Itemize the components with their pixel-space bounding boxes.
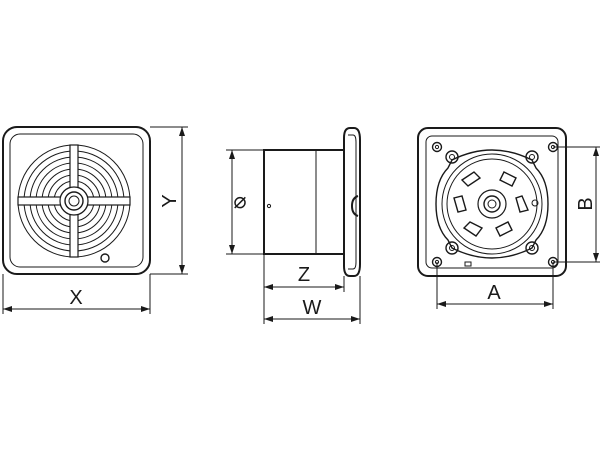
rear-frame-inner xyxy=(425,135,559,269)
front-cover-outline xyxy=(2,126,151,275)
side-view: ⌀ Z W xyxy=(226,127,361,324)
dimension-w xyxy=(263,276,361,324)
rear-view: A B xyxy=(417,127,600,309)
dimension-b-label: B xyxy=(575,197,597,210)
front-view: X Y xyxy=(2,126,188,314)
dimension-z-label: Z xyxy=(298,264,310,286)
side-duct-body xyxy=(263,149,345,255)
dimension-b xyxy=(553,146,600,263)
dimension-y-label: Y xyxy=(159,194,181,207)
dimension-diameter-label: ⌀ xyxy=(233,189,246,214)
rear-screw-bosses xyxy=(445,150,539,267)
indicator-light xyxy=(100,253,110,263)
dimension-a-label: A xyxy=(487,282,501,304)
side-knob xyxy=(350,195,359,217)
front-cover-inner-edge xyxy=(9,133,144,268)
dimension-w-label: W xyxy=(303,297,322,319)
dimension-x xyxy=(2,274,151,314)
front-grille xyxy=(17,144,131,258)
dimension-a xyxy=(436,262,554,309)
rear-frame-outline xyxy=(417,127,567,277)
side-cover-profile xyxy=(343,127,361,277)
dimension-z xyxy=(263,254,345,292)
dimension-y xyxy=(150,126,188,275)
dimension-diameter xyxy=(226,149,264,255)
dimension-x-label: X xyxy=(69,287,82,309)
